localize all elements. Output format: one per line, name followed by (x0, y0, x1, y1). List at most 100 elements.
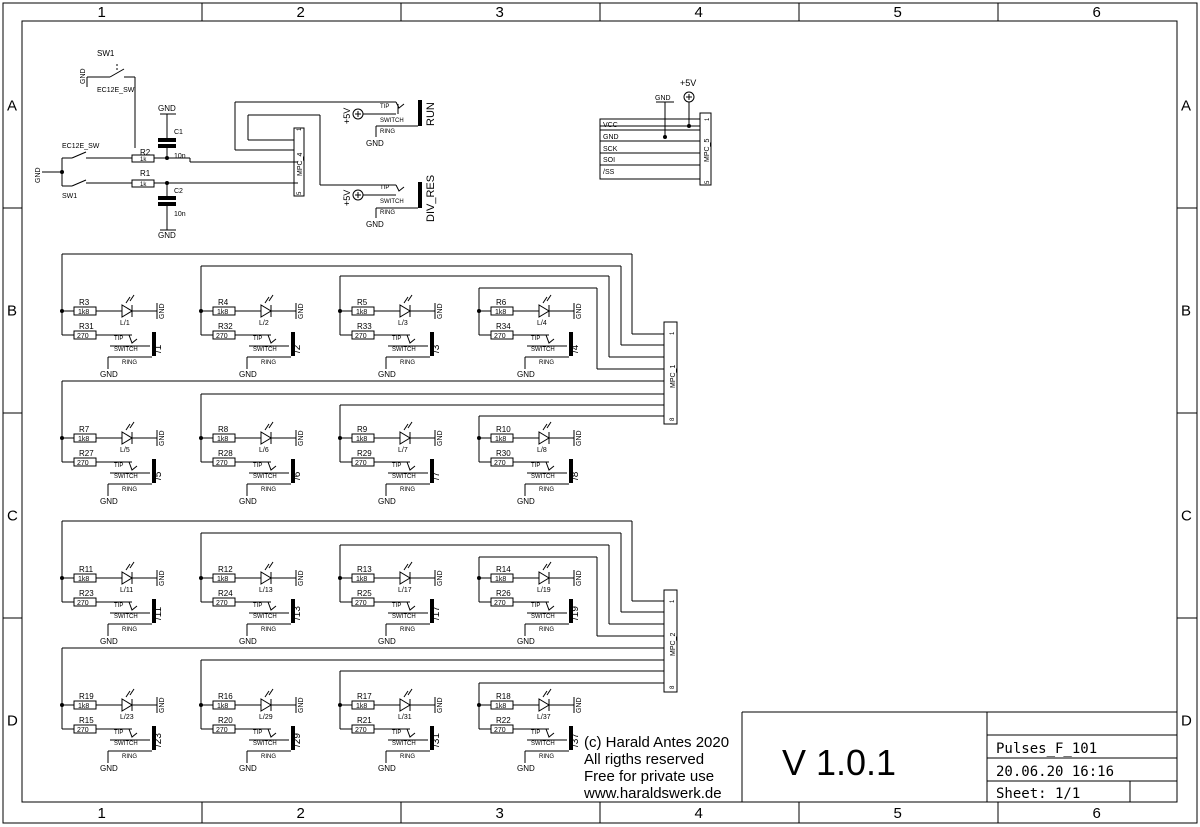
resistor-bottom-name: R26 (496, 589, 511, 598)
r1-value: 1k (140, 182, 147, 188)
sheet-date: 20.06.20 16:16 (996, 764, 1114, 780)
jack-gnd: GND (378, 497, 396, 506)
jack-gnd: GND (378, 637, 396, 646)
jack-gnd: GND (239, 497, 257, 506)
mpc4-pin5: 5 (297, 191, 303, 195)
resistor-bottom-value: 270 (355, 727, 367, 734)
jack-gnd: GND (517, 637, 535, 646)
resistor-bottom-name: R28 (218, 449, 233, 458)
divres-plus5v: +5V (342, 190, 352, 206)
output-label: /7 (431, 471, 442, 480)
frame-row-right: B (1181, 303, 1191, 320)
jack-tip: TIP (392, 336, 401, 342)
frame-col-bottom: 6 (1093, 805, 1101, 822)
led-name: L/31 (398, 714, 412, 721)
jack-tip: TIP (114, 463, 123, 469)
resistor-top-name: R7 (79, 425, 90, 434)
divres-switch: SWITCH (380, 199, 404, 205)
resistor-top-name: R14 (496, 565, 511, 574)
resistor-top-name: R3 (79, 298, 90, 307)
resistor-bottom-value: 270 (494, 727, 506, 734)
jack-ring: RING (539, 627, 554, 633)
jack-gnd: GND (239, 764, 257, 773)
output-label: /8 (570, 471, 581, 480)
resistor-top-name: R12 (218, 565, 233, 574)
led-name: L/2 (259, 320, 269, 327)
run-jack: +5V TIP SWITCH RUN RING GND (342, 100, 437, 148)
copyright-line-4: www.haraldswerk.de (583, 785, 722, 802)
jack-gnd: GND (517, 370, 535, 379)
jack-ring: RING (261, 360, 276, 366)
mpc5-pin5: 5 (705, 180, 711, 184)
resistor-top-value: 1k8 (356, 576, 367, 583)
jack-tip: TIP (114, 730, 123, 736)
mpc-name: MPC_1 (670, 365, 677, 388)
sheet-number: Sheet: 1/1 (996, 786, 1080, 802)
r1-name: R1 (140, 169, 151, 178)
jack-gnd: GND (378, 370, 396, 379)
mpc5-sig-4: SOI (603, 157, 615, 164)
resistor-top-value: 1k8 (356, 703, 367, 710)
output-label: /4 (570, 344, 581, 353)
jack-gnd: GND (100, 370, 118, 379)
resistor-bottom-name: R32 (218, 322, 233, 331)
led-name: L/19 (537, 587, 551, 594)
output-label: /5 (153, 471, 164, 480)
jack-ring: RING (261, 487, 276, 493)
resistor-bottom-value: 270 (494, 460, 506, 467)
mpc5-name: MPC_5 (704, 139, 711, 162)
jack-switch: SWITCH (114, 614, 138, 620)
sw-top-name: SW1 (97, 49, 115, 58)
c2-name: C2 (174, 188, 183, 195)
jack-switch: SWITCH (114, 347, 138, 353)
resistor-bottom-value: 270 (355, 333, 367, 340)
resistor-bottom-name: R21 (357, 716, 372, 725)
mpc5-sig-5: /SS (603, 169, 615, 176)
resistor-top-name: R10 (496, 425, 511, 434)
mpc5-sig-2: GND (603, 134, 619, 141)
resistor-bottom-value: 270 (216, 727, 228, 734)
resistor-top-value: 1k8 (78, 576, 89, 583)
led-name: L/3 (398, 320, 408, 327)
resistor-top-value: 1k8 (78, 703, 89, 710)
jack-ring: RING (261, 754, 276, 760)
mpc-connector: MPC_218 (663, 589, 678, 693)
led-icon (121, 304, 133, 318)
mpc-pin1: 1 (670, 599, 676, 603)
led-gnd: GND (437, 570, 444, 586)
led-gnd: GND (159, 570, 166, 586)
resistor-top-name: R17 (357, 692, 372, 701)
frame-col-bottom: 2 (297, 805, 305, 822)
resistor-bottom-value: 270 (216, 333, 228, 340)
output-label: /11 (153, 606, 164, 620)
led-icon (538, 431, 550, 445)
frame-row-right: A (1181, 98, 1191, 115)
led-name: L/29 (259, 714, 273, 721)
resistor-top-name: R18 (496, 692, 511, 701)
jack-switch: SWITCH (253, 474, 277, 480)
resistor-top-value: 1k8 (217, 703, 228, 710)
sw-top-part: EC12E_SW (97, 87, 135, 94)
r2-name: R2 (140, 148, 151, 157)
jack-switch: SWITCH (114, 741, 138, 747)
run-label: RUN (425, 102, 437, 126)
frame-col-top: 5 (894, 4, 902, 21)
resistor-bottom-value: 270 (494, 600, 506, 607)
led-icon (260, 304, 272, 318)
frame-col-top: 3 (496, 4, 504, 21)
jack-switch: SWITCH (531, 741, 555, 747)
frame-row-left: A (7, 98, 17, 115)
resistor-top-value: 1k8 (217, 309, 228, 316)
resistor-top-name: R5 (357, 298, 368, 307)
resistor-bottom-name: R33 (357, 322, 372, 331)
led-gnd: GND (576, 430, 583, 446)
jack-tip: TIP (531, 603, 540, 609)
led-icon (260, 571, 272, 585)
mpc4-pin1: 1 (297, 127, 303, 131)
led-icon (260, 431, 272, 445)
